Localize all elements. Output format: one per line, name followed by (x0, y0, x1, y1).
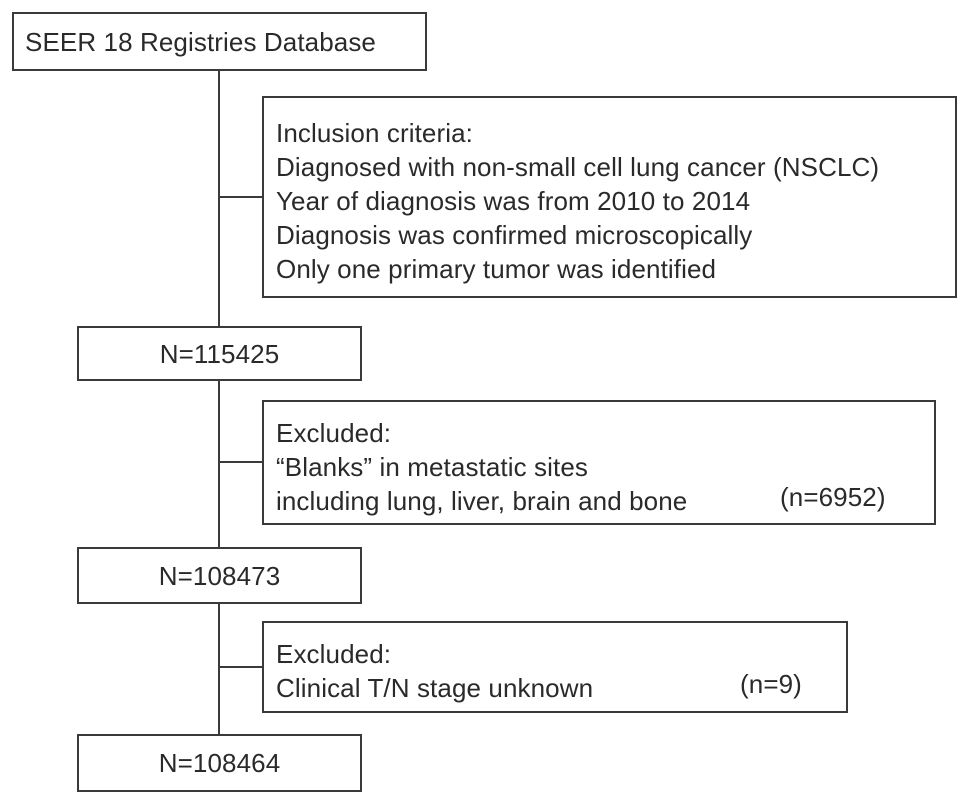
main-connector-line (218, 70, 220, 735)
exclusion-1-line: including lung, liver, brain and bone (276, 486, 688, 516)
inclusion-line: Diagnosed with non-small cell lung cance… (276, 152, 880, 182)
exclusion-2-count: (n=9) (740, 669, 802, 699)
count-box-3: N=108464 (77, 734, 362, 792)
count-label-2: N=108473 (158, 561, 281, 591)
inclusion-line: Only one primary tumor was identified (276, 254, 717, 284)
exclusion-2-branch-line (218, 666, 264, 668)
inclusion-heading: Inclusion criteria: (276, 118, 473, 148)
exclusion-1-heading: Excluded: (276, 418, 392, 448)
inclusion-criteria-box: Inclusion criteria: Diagnosed with non-s… (262, 96, 957, 298)
exclusion-box-1: Excluded: “Blanks” in metastatic sites i… (262, 400, 936, 525)
source-label: SEER 18 Registries Database (25, 27, 376, 57)
exclusion-2-heading: Excluded: (276, 639, 392, 669)
exclusion-1-branch-line (218, 461, 264, 463)
source-box: SEER 18 Registries Database (12, 12, 427, 71)
count-label-1: N=115425 (159, 339, 280, 369)
exclusion-2-line: Clinical T/N stage unknown (276, 673, 594, 703)
count-box-2: N=108473 (77, 547, 362, 604)
exclusion-box-2: Excluded: Clinical T/N stage unknown (n=… (262, 621, 848, 713)
count-box-1: N=115425 (77, 326, 362, 381)
exclusion-1-line: “Blanks” in metastatic sites (276, 452, 589, 482)
count-label-3: N=108464 (158, 748, 281, 778)
inclusion-branch-line (218, 196, 264, 198)
exclusion-1-count: (n=6952) (780, 482, 886, 512)
inclusion-line: Year of diagnosis was from 2010 to 2014 (276, 186, 751, 216)
inclusion-line: Diagnosis was confirmed microscopically (276, 220, 753, 250)
